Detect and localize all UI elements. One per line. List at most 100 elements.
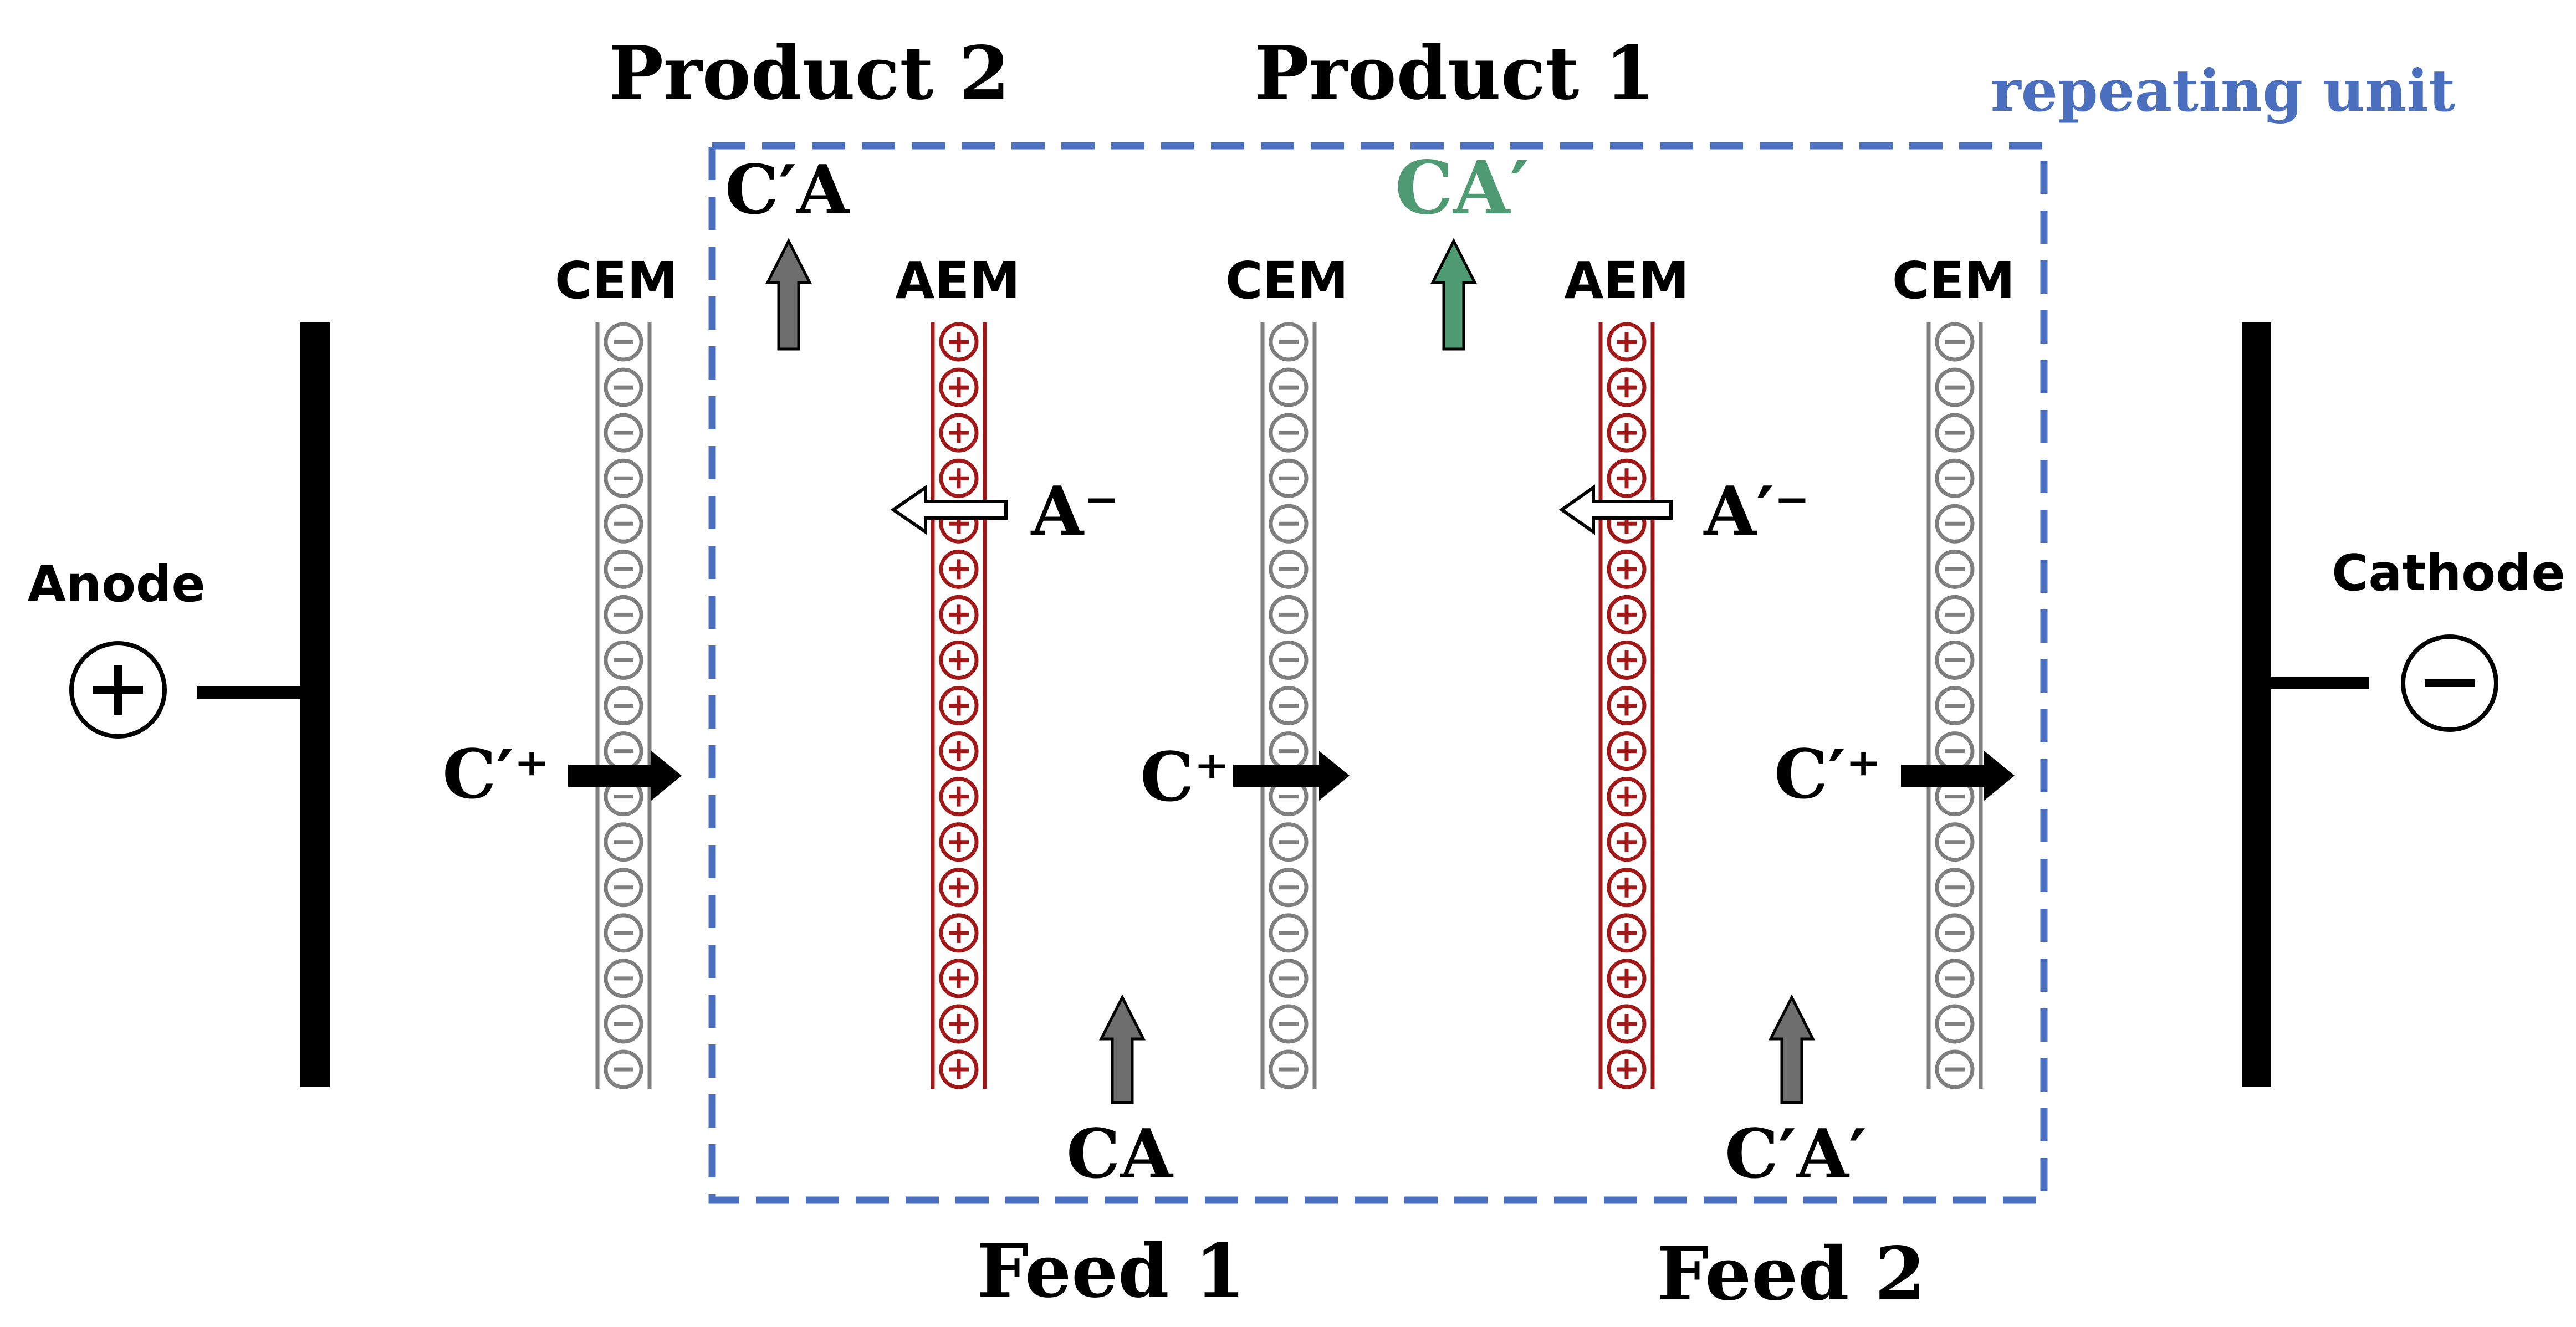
fixed-negative-charge bbox=[1269, 822, 1309, 862]
fixed-negative-charge bbox=[1269, 731, 1309, 771]
cation-c-label: C⁺ bbox=[1140, 737, 1230, 817]
fixed-positive-charge bbox=[939, 458, 979, 498]
fixed-positive-charge bbox=[1607, 913, 1647, 953]
fixed-negative-charge bbox=[604, 504, 643, 544]
fixed-negative-charge bbox=[1269, 504, 1309, 544]
cation-c-prime-right-label: C′⁺ bbox=[1774, 734, 1882, 814]
fixed-negative-charge bbox=[604, 595, 643, 634]
fixed-positive-charge bbox=[1607, 413, 1647, 453]
fixed-negative-charge bbox=[1269, 1049, 1309, 1089]
fixed-positive-charge bbox=[1607, 959, 1647, 998]
fixed-negative-charge bbox=[604, 1004, 643, 1044]
fixed-negative-charge bbox=[1935, 731, 1975, 771]
cem-label-1: CEM bbox=[555, 251, 678, 310]
fixed-negative-charge bbox=[1935, 1004, 1975, 1044]
fixed-negative-charge bbox=[1935, 322, 1975, 362]
fixed-negative-charge bbox=[1269, 458, 1309, 498]
feed-1-salt-label: CA bbox=[1066, 1114, 1174, 1193]
fixed-positive-charge bbox=[939, 367, 979, 407]
fixed-negative-charge bbox=[1269, 549, 1309, 589]
fixed-negative-charge bbox=[1935, 913, 1975, 953]
fixed-positive-charge bbox=[939, 549, 979, 589]
fixed-negative-charge bbox=[1269, 686, 1309, 725]
cem-label-2: CEM bbox=[1225, 251, 1348, 310]
cathode-label: Cathode bbox=[2332, 544, 2565, 602]
fixed-negative-charge bbox=[604, 1049, 643, 1089]
aem-membrane-1 bbox=[931, 322, 987, 1089]
fixed-negative-charge bbox=[1269, 868, 1309, 908]
feed-2-flow-arrow bbox=[1768, 994, 1816, 1104]
product-2-flow-arrow bbox=[765, 238, 812, 351]
fixed-negative-charge bbox=[1269, 595, 1309, 634]
fixed-positive-charge bbox=[1607, 595, 1647, 634]
fixed-negative-charge bbox=[1269, 913, 1309, 953]
fixed-positive-charge bbox=[939, 913, 979, 953]
fixed-positive-charge bbox=[939, 731, 979, 771]
fixed-negative-charge bbox=[1935, 777, 1975, 817]
fixed-negative-charge bbox=[604, 731, 643, 771]
fixed-positive-charge bbox=[1607, 549, 1647, 589]
fixed-negative-charge bbox=[604, 868, 643, 908]
aem-label-2: AEM bbox=[1564, 251, 1689, 310]
fixed-negative-charge bbox=[1269, 413, 1309, 453]
anode-electrode bbox=[300, 322, 330, 1087]
fixed-negative-charge bbox=[1935, 686, 1975, 725]
fixed-positive-charge bbox=[939, 777, 979, 817]
fixed-negative-charge bbox=[1935, 595, 1975, 634]
fixed-negative-charge bbox=[604, 458, 643, 498]
cem-membrane-3 bbox=[1926, 322, 1983, 1089]
fixed-positive-charge bbox=[939, 959, 979, 998]
fixed-negative-charge bbox=[604, 959, 643, 998]
cation-arrow-center bbox=[1233, 751, 1350, 801]
fixed-negative-charge bbox=[604, 822, 643, 862]
fixed-positive-charge bbox=[1607, 868, 1647, 908]
product-2-salt-label: C′A bbox=[725, 150, 850, 229]
fixed-positive-charge bbox=[939, 1049, 979, 1089]
fixed-positive-charge bbox=[939, 322, 979, 362]
fixed-negative-charge bbox=[604, 549, 643, 589]
fixed-negative-charge bbox=[1935, 549, 1975, 589]
fixed-positive-charge bbox=[939, 413, 979, 453]
fixed-positive-charge bbox=[1607, 686, 1647, 725]
fixed-positive-charge bbox=[939, 686, 979, 725]
feed-2-salt-label: C′A′ bbox=[1725, 1114, 1867, 1193]
aem-label-1: AEM bbox=[895, 251, 1020, 310]
fixed-positive-charge bbox=[1607, 822, 1647, 862]
fixed-positive-charge bbox=[1607, 367, 1647, 407]
fixed-positive-charge bbox=[1607, 458, 1647, 498]
feed-1-flow-arrow bbox=[1098, 994, 1146, 1104]
membranes-layer bbox=[595, 322, 1983, 1089]
product-1-flow-arrow bbox=[1430, 238, 1478, 351]
fixed-negative-charge bbox=[604, 413, 643, 453]
anion-a-label: A⁻ bbox=[1030, 471, 1119, 551]
fixed-negative-charge bbox=[1269, 959, 1309, 998]
anion-arrow-a-prime bbox=[1558, 484, 1673, 535]
cation-arrow-left bbox=[568, 751, 682, 801]
fixed-positive-charge bbox=[1607, 1004, 1647, 1044]
anion-arrow-a bbox=[890, 484, 1008, 535]
fixed-positive-charge bbox=[939, 868, 979, 908]
fixed-positive-charge bbox=[1607, 1049, 1647, 1089]
fixed-negative-charge bbox=[1269, 1004, 1309, 1044]
cathode-minus-symbol bbox=[2401, 634, 2498, 732]
product-1-salt-label: CA′ bbox=[1395, 145, 1529, 231]
fixed-negative-charge bbox=[1935, 959, 1975, 998]
fixed-positive-charge bbox=[939, 822, 979, 862]
fixed-positive-charge bbox=[939, 640, 979, 680]
fixed-negative-charge bbox=[1269, 777, 1309, 817]
cem-membrane-2 bbox=[1260, 322, 1317, 1089]
fixed-negative-charge bbox=[604, 913, 643, 953]
fixed-negative-charge bbox=[604, 322, 643, 362]
fixed-negative-charge bbox=[604, 367, 643, 407]
cation-arrow-right bbox=[1901, 751, 2015, 801]
fixed-negative-charge bbox=[1269, 322, 1309, 362]
cation-c-prime-left-label: C′⁺ bbox=[442, 734, 550, 814]
feed-2-label: Feed 2 bbox=[1657, 1231, 1926, 1317]
repeating-unit-box bbox=[708, 142, 2048, 1204]
fixed-positive-charge bbox=[1607, 322, 1647, 362]
repeating-unit-label: repeating unit bbox=[1991, 57, 2455, 125]
cem-label-3: CEM bbox=[1892, 251, 2015, 310]
fixed-negative-charge bbox=[1935, 367, 1975, 407]
anion-a-prime-label: A′⁻ bbox=[1703, 471, 1810, 551]
